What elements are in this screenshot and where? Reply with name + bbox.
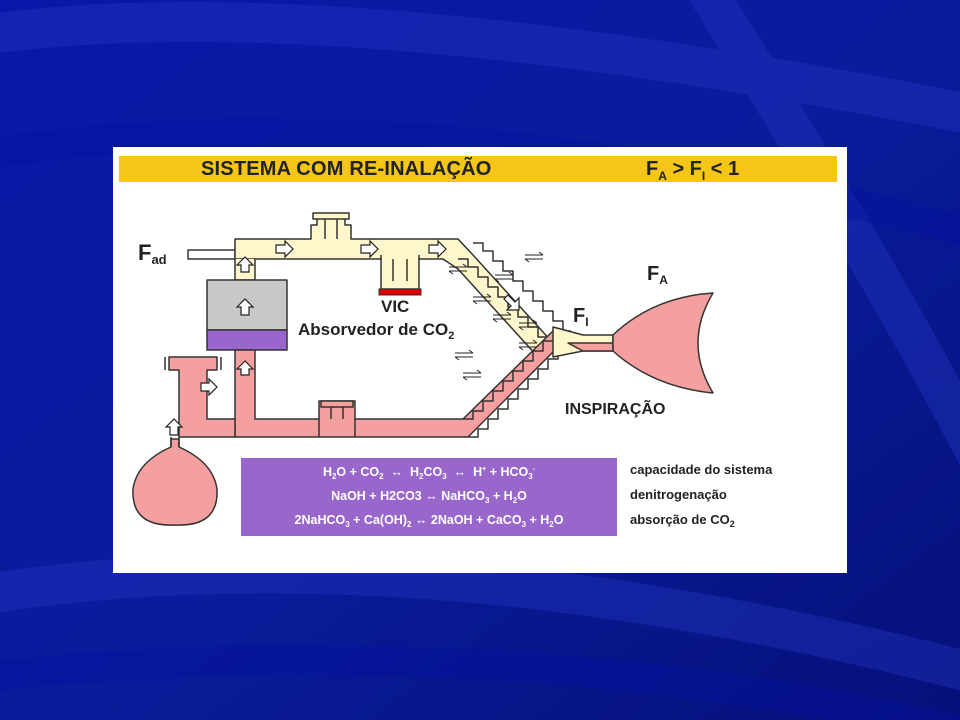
title-bar: SISTEMA COM RE-INALAÇÃO FA > FI < 1 bbox=[119, 156, 837, 184]
vic-valve bbox=[380, 255, 420, 290]
fresh-gas-inlet bbox=[187, 249, 236, 260]
note-capacity: capacidade do sistema bbox=[630, 462, 773, 477]
flow-arrow-icon bbox=[164, 418, 184, 436]
flow-arrow-icon bbox=[200, 377, 218, 397]
absorber-label: Absorvedor de CO2 bbox=[298, 320, 455, 342]
title-formula: FA > FI < 1 bbox=[646, 156, 739, 184]
equilibrium-arrows-icon bbox=[448, 251, 544, 381]
flow-arrow-icon bbox=[428, 239, 447, 259]
fa-label-sub: A bbox=[659, 273, 668, 287]
formula-fi-sub: I bbox=[701, 169, 706, 183]
flow-arrow-icon bbox=[503, 294, 520, 311]
fad-label: Fad bbox=[138, 240, 167, 267]
formula-fa-sub: A bbox=[658, 169, 667, 183]
fi-label-main: F bbox=[573, 305, 586, 327]
formula-rest: < 1 bbox=[705, 158, 740, 180]
fi-label-sub: I bbox=[585, 315, 589, 329]
fa-label-main: F bbox=[647, 263, 660, 285]
flow-arrow-icon bbox=[235, 360, 255, 376]
flow-arrow-icon bbox=[235, 256, 255, 273]
vic-label: VIC bbox=[381, 297, 410, 316]
reservoir-bag bbox=[132, 438, 218, 526]
equation-line-2: NaOH + H2CO3 ↔ NaHCO3 + H2O bbox=[331, 489, 527, 505]
fad-label-sub: ad bbox=[151, 252, 167, 267]
formula-fi: > F bbox=[666, 158, 702, 180]
absorber-canister-used bbox=[206, 329, 288, 351]
diagram-slide: SISTEMA COM RE-INALAÇÃO FA > FI < 1 bbox=[113, 147, 847, 573]
equation-line-1: H2O + CO2 ↔ H2CO3 ↔ H+ + HCO3- bbox=[322, 465, 536, 481]
flow-arrow-icon bbox=[235, 298, 255, 316]
top-t-junction bbox=[312, 212, 350, 220]
inspiratory-tube bbox=[234, 214, 569, 358]
bottom-t-junction bbox=[320, 400, 354, 408]
note-co2-absorption-sub: 2 bbox=[729, 519, 735, 529]
fa-label: FA bbox=[647, 263, 668, 287]
y-piece bbox=[552, 326, 614, 358]
slide-title: SISTEMA COM RE-INALAÇÃO bbox=[201, 158, 492, 180]
flow-arrow-icon bbox=[275, 239, 294, 259]
fi-label: FI bbox=[573, 305, 589, 329]
vic-valve-marker bbox=[378, 288, 422, 296]
phase-label: INSPIRAÇÃO bbox=[565, 401, 666, 418]
absorber-label-main: Absorvedor de CO bbox=[298, 320, 449, 339]
note-co2-absorption: absorção de CO2 bbox=[630, 512, 735, 529]
note-denitrogenation: denitrogenação bbox=[630, 487, 727, 502]
flow-arrow-icon bbox=[360, 239, 379, 259]
lung-alveolus bbox=[612, 292, 714, 394]
note-co2-absorption-main: absorção de CO bbox=[630, 512, 730, 527]
formula-fa: F bbox=[646, 158, 659, 180]
fad-label-main: F bbox=[138, 240, 152, 265]
absorber-label-sub: 2 bbox=[448, 330, 455, 342]
equation-line-3: 2NaHCO3 + Ca(OH)2 ↔ 2NaOH + CaCO3 + H2O bbox=[294, 513, 564, 529]
bag-connector bbox=[168, 356, 236, 438]
rebreathing-circuit-diagram bbox=[132, 212, 714, 526]
chemical-equations-box: H2O + CO2 ↔ H2CO3 ↔ H+ + HCO3- NaOH + H2… bbox=[241, 458, 617, 536]
